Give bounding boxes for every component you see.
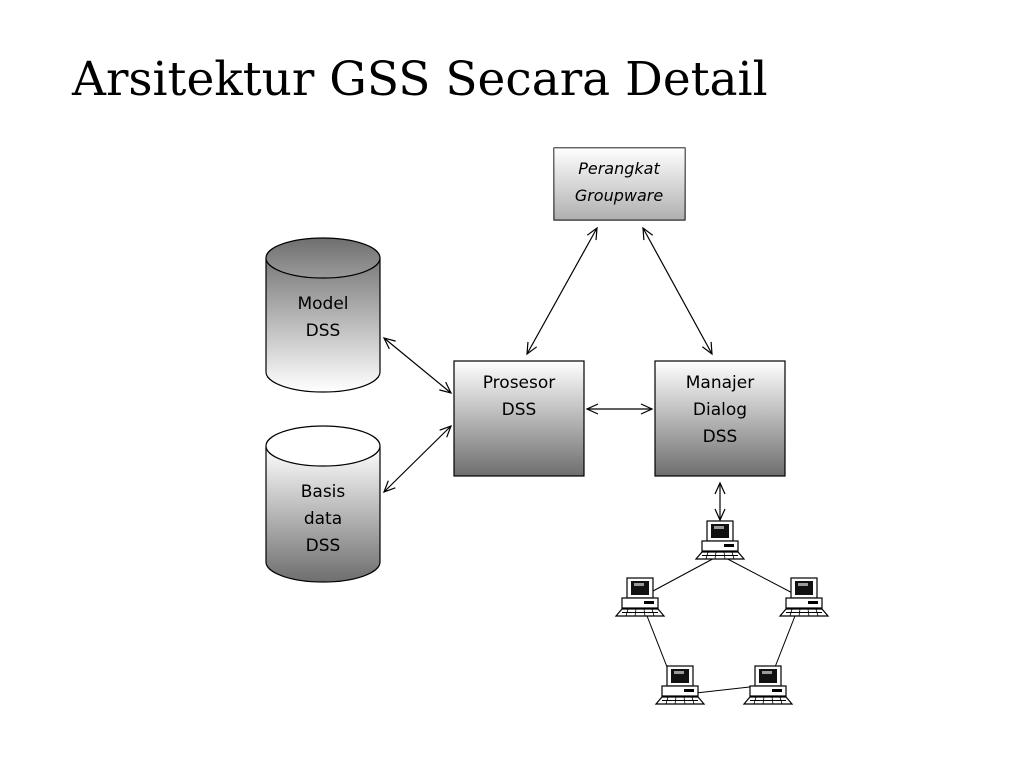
slide-title: Arsitektur GSS Secara Detail xyxy=(72,52,768,107)
basis-data-dss-cylinder: Basis data DSS xyxy=(265,425,381,583)
computer-terminal-icon xyxy=(615,577,665,617)
model-dss-label-line-2: DSS xyxy=(306,321,341,341)
model-dss-label-line-1: Model xyxy=(297,294,348,314)
connector-model-prosesor xyxy=(382,337,453,394)
groupware-label-line-1: Perangkat xyxy=(578,159,660,178)
prosesor-dss-node: Prosesor DSS xyxy=(453,360,585,477)
computer-terminal-icon xyxy=(743,665,793,705)
manajer-dialog-dss-label-line-2: Dialog xyxy=(693,400,747,420)
workstation-network xyxy=(615,520,829,705)
groupware-node: Perangkat Groupware xyxy=(553,147,686,221)
prosesor-dss-label-line-2: DSS xyxy=(502,400,537,420)
model-dss-cylinder: Model DSS xyxy=(265,237,381,393)
computer-terminal-icon xyxy=(655,665,705,705)
computer-terminal-icon xyxy=(695,520,745,560)
basis-data-dss-label-line-2: data xyxy=(304,509,342,529)
basis-data-dss-label-line-3: DSS xyxy=(306,536,341,556)
connector-prosesor-groupware xyxy=(526,226,598,356)
connectors xyxy=(382,226,726,522)
connector-manajer-groupware xyxy=(642,226,713,356)
groupware-label-line-2: Groupware xyxy=(575,186,664,205)
connector-basisdata-prosesor xyxy=(382,424,453,494)
computer-terminal-icon xyxy=(779,577,829,617)
basis-data-dss-label-line-1: Basis xyxy=(301,482,346,502)
manajer-dialog-dss-label-line-1: Manajer xyxy=(686,373,754,393)
manajer-dialog-dss-label-line-3: DSS xyxy=(703,427,738,447)
prosesor-dss-label-line-1: Prosesor xyxy=(483,373,556,393)
manajer-dialog-dss-node: Manajer Dialog DSS xyxy=(654,360,786,477)
